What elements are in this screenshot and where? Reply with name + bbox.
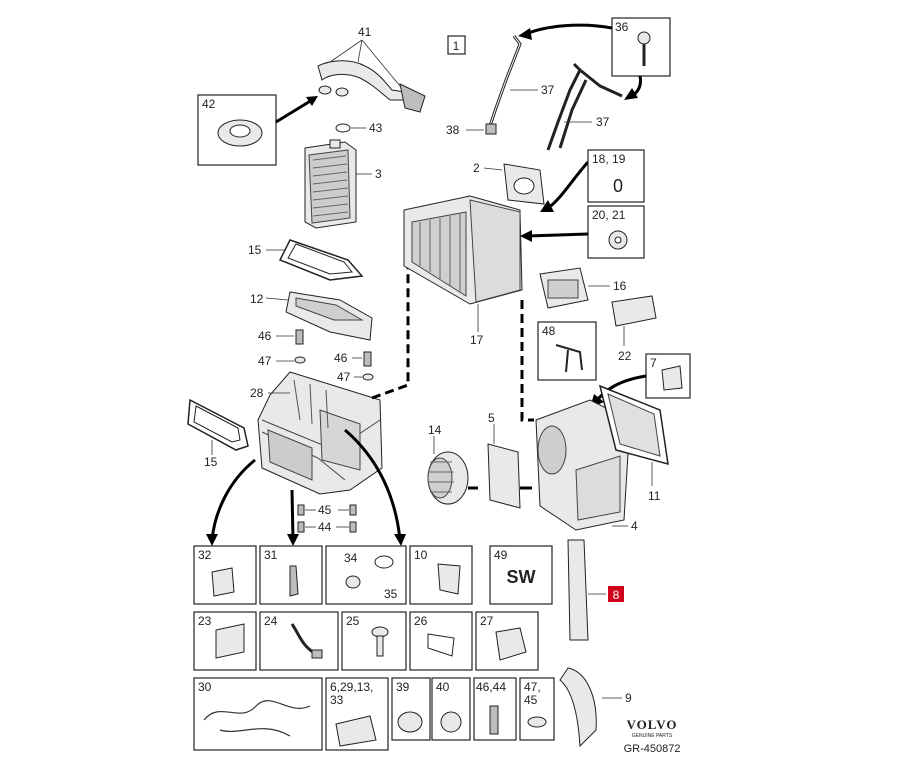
- ac-pipe-37a: [546, 62, 582, 151]
- box-label-40: 40: [436, 680, 450, 694]
- callout-37-upper: 37: [541, 83, 555, 97]
- grommet-47-left: [294, 356, 306, 364]
- callout-46-right: 46: [334, 351, 348, 365]
- part-box-47-45: [519, 677, 555, 741]
- box-label-26: 26: [414, 614, 428, 628]
- box-label-30: 30: [198, 680, 212, 694]
- part-box-36: [611, 17, 671, 77]
- sw-label: SW: [507, 567, 536, 587]
- callout-44: 44: [318, 520, 332, 534]
- blower-housing: [535, 399, 631, 531]
- coolant-hose: [317, 60, 426, 113]
- callout-45: 45: [318, 503, 332, 517]
- callout-46-left: 46: [258, 329, 272, 343]
- box-label-32: 32: [198, 548, 212, 562]
- part-box-25: [341, 611, 407, 671]
- view-number-box: [447, 35, 466, 55]
- gasket-upper: [278, 239, 364, 281]
- box-label-10: 10: [414, 548, 428, 562]
- grommet-47-right: [362, 373, 374, 381]
- callout-14: 14: [428, 423, 442, 437]
- callout-2: 2: [473, 161, 480, 175]
- box-label-49: 49: [494, 548, 508, 562]
- callout-18-19: 18, 19: [592, 152, 626, 166]
- box-label-34: 34: [344, 551, 358, 565]
- box-label-6: 6,29,13,: [330, 680, 373, 694]
- part-box-49: [489, 545, 553, 605]
- box-label-24: 24: [264, 614, 278, 628]
- evaporator-housing: [403, 195, 523, 305]
- gasket-lower: [187, 398, 249, 451]
- row-2: 23 24 25 26 27: [193, 611, 539, 671]
- callout-41: 41: [358, 25, 372, 39]
- o-ring-zero: 0: [613, 176, 623, 196]
- row-1: 32 31 34 35 10 49 SW: [193, 545, 553, 605]
- part-box-30: [193, 677, 323, 751]
- callout-5: 5: [488, 411, 495, 425]
- callout-48: 48: [542, 324, 556, 338]
- ac-pipe-37b: [579, 68, 623, 98]
- box-label-35: 35: [384, 587, 398, 601]
- callout-37-lower: 37: [596, 115, 610, 129]
- box-label-33: 33: [330, 693, 344, 707]
- callout-3: 3: [375, 167, 382, 181]
- air-outlet-9: [559, 667, 597, 748]
- callout-9: 9: [625, 691, 632, 705]
- screw-44-left: [297, 521, 305, 533]
- brand-logo: VOLVO: [627, 717, 678, 732]
- heater-assembly: [257, 371, 383, 495]
- box-label-45: 45: [524, 693, 538, 707]
- callout-43: 43: [369, 121, 383, 135]
- callout-8: 8: [613, 588, 620, 602]
- callout-47-left: 47: [258, 354, 272, 368]
- row-3: 30 6,29,13, 33 39 40 46,44 47, 45: [193, 677, 555, 751]
- box-label-31: 31: [264, 548, 278, 562]
- box-label-25: 25: [346, 614, 360, 628]
- callout-7: 7: [650, 356, 657, 370]
- callout-15-lower: 15: [204, 455, 218, 469]
- callout-12: 12: [250, 292, 264, 306]
- diagram-code: GR-450872: [624, 743, 681, 755]
- box-label-47: 47,: [524, 680, 541, 694]
- brand-sub: GENUINE PARTS: [632, 733, 673, 739]
- callout-47-right: 47: [337, 370, 351, 384]
- callout-28: 28: [250, 386, 264, 400]
- screw-45-left: [297, 504, 305, 516]
- heater-core: [304, 139, 357, 229]
- o-ring: [335, 123, 351, 133]
- callout-20-21: 20, 21: [592, 208, 626, 222]
- air-duct: [567, 539, 589, 641]
- callout-4: 4: [631, 519, 638, 533]
- callout-11: 11: [648, 489, 661, 503]
- box-label-23: 23: [198, 614, 212, 628]
- callout-16: 16: [613, 279, 627, 293]
- callout-15-upper: 15: [248, 243, 262, 257]
- part-box-34-35: [325, 545, 407, 605]
- callout-22: 22: [618, 349, 632, 363]
- part-box-24: [259, 611, 339, 671]
- callout-42: 42: [202, 97, 216, 111]
- box-label-46-44: 46,44: [476, 680, 506, 694]
- screw-44-right: [349, 521, 357, 533]
- sensor-46-right: [363, 351, 372, 367]
- callout-17: 17: [470, 333, 484, 347]
- box-label-27: 27: [480, 614, 494, 628]
- highlight-badge: [608, 586, 624, 602]
- part-box-18-19: [587, 149, 645, 203]
- view-number: 1: [453, 39, 460, 53]
- screw-45-right: [349, 504, 357, 516]
- part-box-20-21: [587, 205, 645, 259]
- box-label-39: 39: [396, 680, 410, 694]
- callout-38: 38: [446, 123, 460, 137]
- sensor-46-left: [295, 329, 304, 345]
- blower-flange: [487, 443, 521, 509]
- control-module-22: [611, 295, 657, 327]
- callout-36: 36: [615, 20, 629, 34]
- blower-motor: [427, 451, 469, 505]
- part-box-32: [193, 545, 257, 605]
